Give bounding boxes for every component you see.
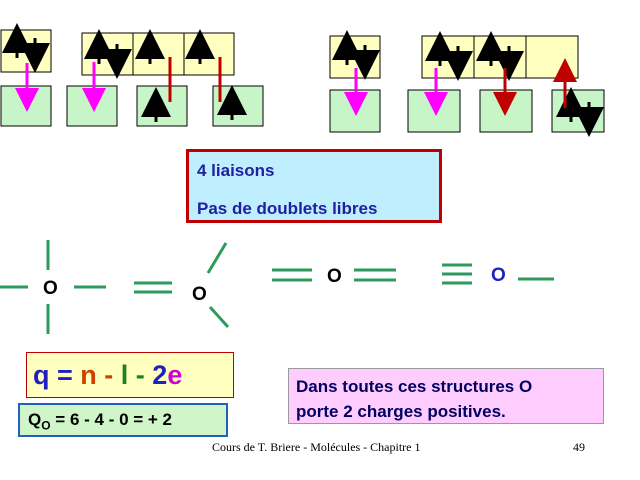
info-box: 4 liaisons Pas de doublets libres bbox=[186, 149, 442, 223]
atom-o-structure-1: O bbox=[43, 278, 58, 299]
orbital-box-lower-left-3 bbox=[136, 85, 188, 127]
orbital-diagram bbox=[0, 23, 605, 137]
orbital-box-lower-left-2 bbox=[66, 85, 118, 127]
charge-subscript: O bbox=[41, 418, 51, 433]
lewis-structures bbox=[0, 240, 554, 334]
orbital-box-lower-right-2 bbox=[407, 89, 461, 133]
formula-l: l bbox=[120, 360, 129, 390]
conclusion-line-1: Dans toutes ces structures O bbox=[296, 377, 533, 396]
conclusion-line-2: porte 2 charges positives. bbox=[296, 402, 506, 421]
orbital-box-upper-2p-right bbox=[421, 35, 579, 79]
transfer-arrow-magenta bbox=[15, 62, 106, 112]
charge-calculation-box: QO = 6 - 4 - 0 = + 2 bbox=[18, 403, 228, 437]
page-number: 49 bbox=[573, 440, 585, 454]
bonds bbox=[0, 240, 554, 334]
formula-two: 2 bbox=[152, 360, 168, 390]
info-line-bonds: 4 liaisons bbox=[197, 161, 275, 180]
orbital-box-upper-2p-left bbox=[81, 32, 235, 76]
electron-pair-icon bbox=[84, 29, 132, 79]
footer-credit: Cours de T. Briere - Molécules - Chapitr… bbox=[212, 440, 421, 454]
formula-box: q = n - l - 2e bbox=[26, 352, 234, 398]
atom-o-structure-4: O bbox=[491, 265, 506, 286]
formula-minus-2: - bbox=[128, 360, 153, 390]
formula-q: q bbox=[33, 360, 50, 390]
electron-pair-icon bbox=[332, 30, 380, 80]
atom-o-structure-3: O bbox=[327, 266, 342, 287]
formula-n: n bbox=[80, 360, 97, 390]
formula-e: e bbox=[167, 360, 183, 390]
transfer-arrow-red bbox=[493, 58, 577, 116]
transfer-arrow-magenta bbox=[344, 68, 448, 116]
electron-pair-icon bbox=[476, 31, 524, 81]
conclusion-box: Dans toutes ces structures O porte 2 cha… bbox=[288, 368, 604, 424]
info-line-no-lone-pairs: Pas de doublets libres bbox=[197, 199, 378, 218]
charge-expression: = 6 - 4 - 0 = + 2 bbox=[50, 410, 173, 429]
formula-minus-1: - bbox=[96, 360, 121, 390]
atom-o-structure-2: O bbox=[192, 284, 207, 305]
orbital-box-lower-right-4 bbox=[551, 89, 605, 133]
bond-line-red bbox=[168, 57, 222, 102]
formula-equals: = bbox=[49, 360, 81, 390]
charge-symbol: Q bbox=[28, 410, 42, 429]
electron-pair-icon bbox=[425, 31, 473, 81]
electron-pair-icon bbox=[556, 87, 604, 137]
electron-pair-icon bbox=[1, 23, 50, 73]
